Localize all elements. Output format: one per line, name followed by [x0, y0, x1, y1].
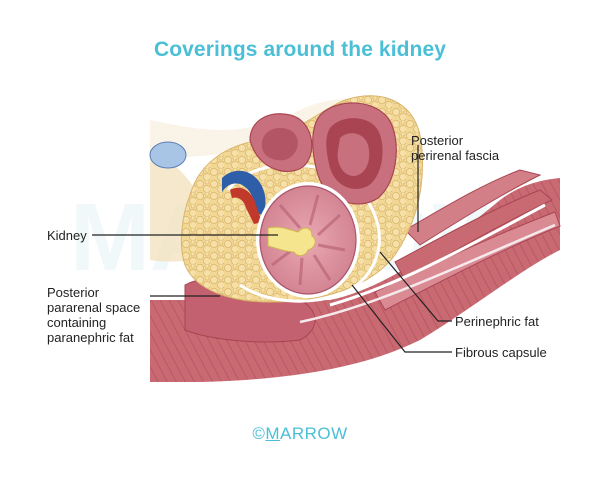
label-line: Posterior	[411, 133, 464, 148]
fascia-white-line-2	[299, 223, 556, 324]
lateral-muscle-band-1	[404, 169, 542, 246]
label-posterior-perirenal-fascia: Posterior perirenal fascia	[411, 133, 499, 163]
bowel-loop-left-lumen	[261, 127, 298, 161]
left-vessel-blue	[149, 141, 187, 169]
label-line: paranephric fat	[47, 330, 134, 345]
label-line: perirenal fascia	[411, 148, 500, 163]
diagram-title: Coverings around the kidney	[153, 38, 447, 61]
renal-pelvis	[267, 226, 316, 257]
label-kidney: Kidney	[47, 228, 87, 243]
logo-copyright: ©	[252, 424, 266, 443]
renal-artery	[230, 187, 262, 224]
label-fibrous-capsule: Fibrous capsule	[455, 345, 547, 360]
label-line: containing	[47, 315, 107, 330]
logo-rest: ARROW	[280, 424, 348, 443]
fascia-white-line	[329, 203, 546, 307]
label-line: Posterior	[47, 285, 100, 300]
kidney-pyramids	[271, 194, 346, 286]
marrow-logo: ©MARROW	[0, 424, 600, 444]
label-line: pararenal space	[47, 300, 141, 315]
label-perinephric-fat: Perinephric fat	[455, 314, 539, 329]
logo-first-letter: M	[265, 424, 281, 443]
leader-perinephric	[379, 251, 452, 322]
label-posterior-pararenal-space: Posterior pararenal space containing par…	[47, 285, 140, 345]
bowel-loop-large-inner	[337, 133, 370, 176]
leader-fibrous	[351, 284, 452, 353]
